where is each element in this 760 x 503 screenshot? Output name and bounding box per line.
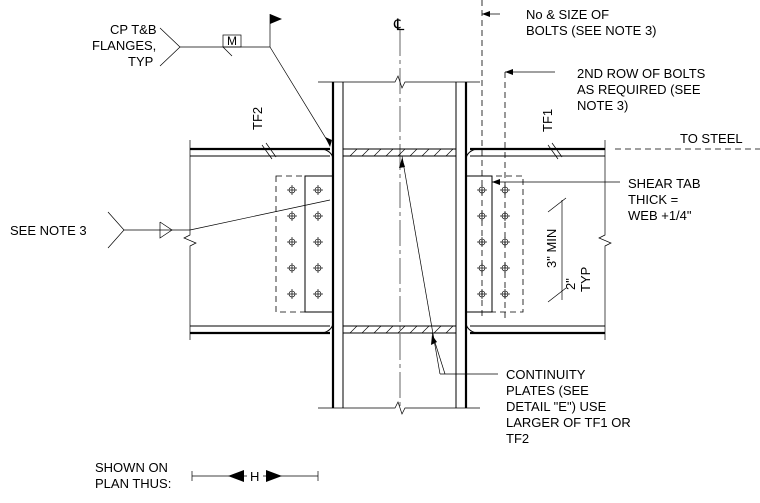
shear-tab-leader bbox=[492, 179, 620, 185]
left-beam bbox=[183, 140, 330, 340]
tf1-marker bbox=[547, 142, 563, 160]
continuity-label-5: TF2 bbox=[506, 431, 529, 446]
cp-flanges-label-1: CP T&B bbox=[110, 22, 156, 37]
shear-tab-label-1: SHEAR TAB bbox=[628, 176, 700, 191]
second-row-label-3: NOTE 3) bbox=[577, 98, 628, 113]
continuity-plate-bottom bbox=[342, 325, 457, 334]
typ-label-2: TYP bbox=[578, 267, 593, 292]
plan-symbol-label: H bbox=[250, 469, 259, 484]
see-note-label: SEE NOTE 3 bbox=[10, 223, 87, 238]
cp-flange-weld-symbol bbox=[159, 14, 332, 147]
see-note-weld-symbol bbox=[107, 199, 331, 249]
right-shear-tab bbox=[465, 175, 524, 313]
tf2-label: TF2 bbox=[250, 107, 265, 130]
second-row-leader bbox=[505, 69, 555, 75]
continuity-leader bbox=[399, 155, 498, 375]
tf1-label: TF1 bbox=[540, 109, 555, 132]
tf2-marker bbox=[261, 142, 277, 160]
continuity-plate-top bbox=[342, 148, 457, 157]
shown-on-label-1: SHOWN ON bbox=[95, 460, 168, 475]
bolts-label-1: No & SIZE OF bbox=[526, 7, 609, 22]
continuity-label-1: CONTINUITY bbox=[506, 367, 586, 382]
bolts-leader bbox=[482, 11, 500, 17]
typ-label-1: 2" bbox=[563, 278, 578, 290]
continuity-label-4: LARGER OF TF1 OR bbox=[506, 415, 631, 430]
plan-symbol bbox=[191, 466, 319, 484]
bolts-label-2: BOLTS (SEE NOTE 3) bbox=[526, 23, 657, 38]
min-label: 3" MIN bbox=[544, 229, 559, 268]
continuity-label-2: PLATES (SEE bbox=[506, 383, 589, 398]
to-steel-label: TO STEEL bbox=[680, 131, 743, 146]
shear-tab-label-3: WEB +1/4" bbox=[628, 208, 692, 223]
weld-m-label: M bbox=[227, 34, 237, 48]
flange-welds bbox=[322, 148, 477, 334]
cp-flanges-label-3: TYP bbox=[128, 54, 153, 69]
continuity-label-3: DETAIL "E") USE bbox=[506, 399, 607, 414]
second-row-label-1: 2ND ROW OF BOLTS bbox=[577, 66, 706, 81]
min-dimension bbox=[547, 197, 567, 303]
shown-on-label-2: PLAN THUS: bbox=[95, 476, 171, 491]
column bbox=[318, 75, 480, 415]
second-row-label-2: AS REQUIRED (SEE bbox=[577, 82, 701, 97]
left-shear-tab bbox=[275, 175, 334, 313]
cp-flanges-label-2: FLANGES, bbox=[92, 38, 156, 53]
right-beam bbox=[470, 140, 612, 340]
shear-tab-label-2: THICK = bbox=[628, 192, 678, 207]
centerline-symbol: ℄ bbox=[393, 17, 405, 34]
